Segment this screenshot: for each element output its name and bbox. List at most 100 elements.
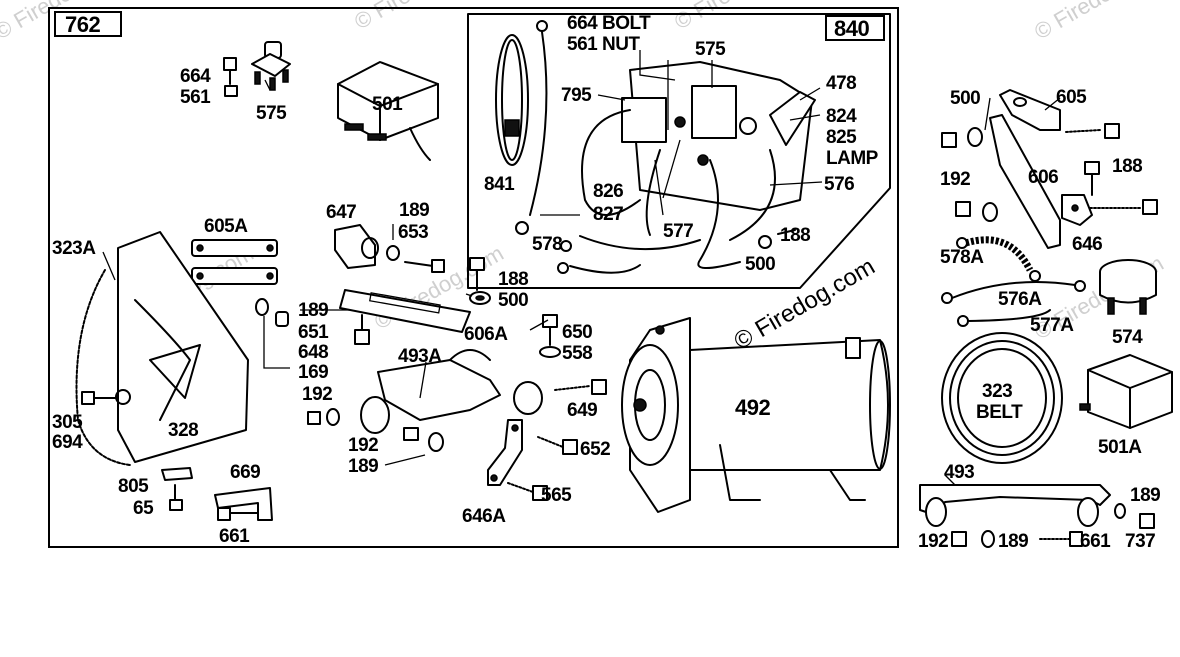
label-827: 827 bbox=[593, 204, 623, 225]
label-561: 561 bbox=[180, 87, 211, 108]
label-577: 577 bbox=[663, 221, 693, 242]
part-493A-brace bbox=[360, 349, 543, 434]
part-805-clip bbox=[161, 467, 193, 511]
part-starter-generator-inset bbox=[621, 61, 816, 211]
label-belt: BELT bbox=[976, 402, 1023, 423]
label-565: 565 bbox=[541, 485, 572, 506]
label-inset-575: 575 bbox=[695, 39, 726, 60]
label-192-b: 192 bbox=[348, 435, 378, 456]
part-651-bolt bbox=[255, 298, 370, 345]
part-cable-vertical bbox=[515, 20, 548, 235]
label-r500: 500 bbox=[950, 88, 980, 109]
part-188-bolt-right bbox=[1065, 123, 1158, 215]
label-192-a: 192 bbox=[302, 384, 332, 405]
label-661: 661 bbox=[219, 526, 250, 547]
label-lamp: LAMP bbox=[826, 148, 879, 169]
label-r737: 737 bbox=[1125, 531, 1155, 552]
part-646-bracket bbox=[1061, 194, 1093, 226]
label-r493: 493 bbox=[944, 462, 974, 483]
label-169: 169 bbox=[298, 362, 328, 383]
label-r577A: 577A bbox=[1030, 315, 1074, 336]
label-r189-b: 189 bbox=[998, 531, 1028, 552]
part-646A-bracket bbox=[487, 419, 523, 486]
part-576A-wire bbox=[941, 280, 1086, 304]
label-824: 824 bbox=[826, 106, 857, 127]
label-65: 65 bbox=[133, 498, 154, 519]
label-r192: 192 bbox=[940, 169, 970, 190]
part-647-bracket bbox=[334, 224, 379, 269]
label-841: 841 bbox=[484, 174, 515, 195]
label-323A: 323A bbox=[52, 238, 96, 259]
label-492: 492 bbox=[735, 395, 770, 420]
inset-wires bbox=[557, 109, 796, 274]
part-493-brace bbox=[919, 484, 1111, 527]
label-664-bolt: 664 BOLT bbox=[567, 13, 651, 34]
main-frame bbox=[48, 7, 899, 548]
part-bottom-fasteners bbox=[951, 503, 1155, 548]
part-841-clamp bbox=[495, 34, 529, 166]
part-664-bolt bbox=[223, 57, 238, 97]
part-605-bracket bbox=[999, 89, 1061, 131]
part-652-bolt bbox=[537, 436, 578, 455]
label-189-mid: 189 bbox=[298, 300, 328, 321]
part-500-washer bbox=[941, 127, 998, 222]
label-606A: 606A bbox=[464, 324, 508, 345]
label-478: 478 bbox=[826, 73, 856, 94]
part-565-bolt bbox=[507, 482, 548, 501]
label-inset-500: 500 bbox=[745, 254, 775, 275]
part-650-bolt bbox=[539, 314, 561, 358]
leader-lines bbox=[102, 50, 1061, 486]
main-frame-tag bbox=[54, 11, 122, 37]
label-664: 664 bbox=[180, 66, 211, 87]
part-575-switch bbox=[251, 41, 291, 91]
part-669-bracket bbox=[214, 487, 273, 521]
label-493A: 493A bbox=[398, 346, 442, 367]
label-561-nut: 561 NUT bbox=[567, 34, 640, 55]
inset-frame bbox=[467, 13, 891, 289]
label-694: 694 bbox=[52, 432, 83, 453]
main-frame-tag-text: 762 bbox=[65, 12, 100, 37]
part-606A-strap bbox=[339, 289, 471, 333]
part-501-regulator bbox=[337, 61, 439, 161]
label-r578A: 578A bbox=[940, 247, 984, 268]
part-323A-screen bbox=[75, 269, 131, 466]
label-501: 501 bbox=[372, 94, 403, 115]
label-605A: 605A bbox=[204, 216, 248, 237]
label-188: 188 bbox=[498, 269, 528, 290]
label-576: 576 bbox=[824, 174, 854, 195]
label-648: 648 bbox=[298, 342, 328, 363]
label-305: 305 bbox=[52, 412, 83, 433]
label-328: 328 bbox=[168, 420, 198, 441]
part-188-bolt bbox=[469, 257, 491, 305]
label-r323: 323 bbox=[982, 381, 1012, 402]
label-805: 805 bbox=[118, 476, 149, 497]
label-189-low: 189 bbox=[348, 456, 378, 477]
label-r574: 574 bbox=[1112, 327, 1143, 348]
label-558: 558 bbox=[562, 343, 592, 364]
label-650: 650 bbox=[562, 322, 592, 343]
part-492-starter-generator bbox=[621, 317, 891, 513]
watermark: © Firedog.com bbox=[1030, 0, 1168, 44]
label-825: 825 bbox=[826, 127, 857, 148]
label-r646: 646 bbox=[1072, 234, 1102, 255]
part-305-bolt bbox=[81, 389, 131, 405]
label-669: 669 bbox=[230, 462, 260, 483]
part-653-bolt bbox=[386, 245, 445, 273]
label-r606: 606 bbox=[1028, 167, 1058, 188]
label-r605: 605 bbox=[1056, 87, 1087, 108]
label-inset-188: 188 bbox=[780, 225, 810, 246]
part-577A-wire bbox=[957, 309, 1051, 327]
label-r189-a: 189 bbox=[1130, 485, 1160, 506]
watermark: © Firedog.com bbox=[670, 0, 808, 34]
label-652: 652 bbox=[580, 439, 610, 460]
label-647: 647 bbox=[326, 202, 356, 223]
inset-frame-tag-text: 840 bbox=[834, 16, 869, 41]
part-192-nut bbox=[307, 408, 444, 452]
part-649-bolt bbox=[554, 379, 607, 395]
label-653: 653 bbox=[398, 222, 428, 243]
part-574-switch bbox=[1099, 259, 1157, 315]
label-575: 575 bbox=[256, 103, 287, 124]
part-605A-straps bbox=[191, 239, 278, 285]
label-795: 795 bbox=[561, 85, 592, 106]
